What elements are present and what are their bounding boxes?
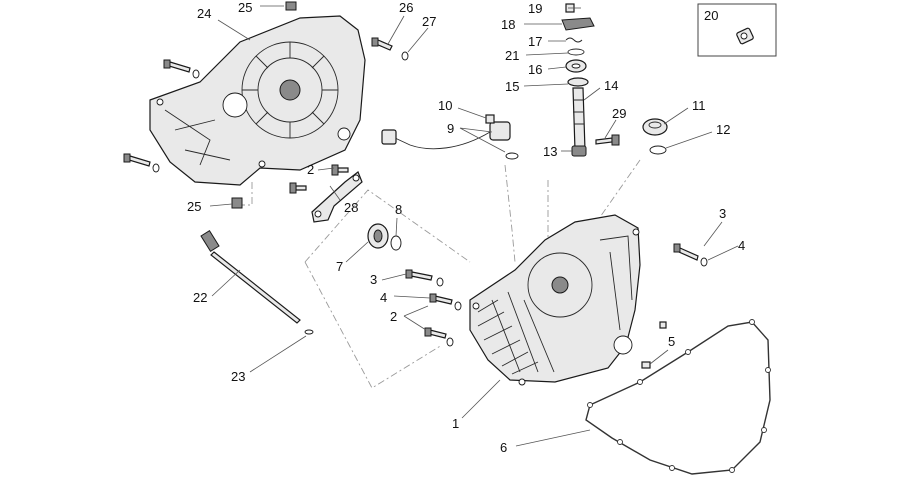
callout-10: 10 [438, 98, 452, 113]
bolt-part-25-b[interactable] [285, 1, 297, 11]
detail-box-part-20 [697, 3, 777, 57]
callout-2-upper: 2 [307, 162, 314, 177]
washer-part-4-b[interactable] [454, 301, 462, 311]
plug-part-7[interactable] [367, 223, 389, 249]
callout-4-left: 4 [380, 290, 387, 305]
callout-28: 28 [344, 200, 358, 215]
callout-24: 24 [197, 6, 211, 21]
callout-25-top: 25 [238, 0, 252, 15]
bolts-and-washers [123, 1, 708, 369]
filler-cap-part-11[interactable] [642, 118, 668, 136]
stud-left-upper[interactable] [163, 59, 200, 79]
o-ring-part-9[interactable] [505, 152, 519, 160]
callout-12: 12 [716, 122, 730, 137]
sensor-part-9[interactable] [381, 121, 511, 150]
callout-16: 16 [528, 62, 542, 77]
callout-27: 27 [422, 14, 436, 29]
bearing-part-16[interactable] [565, 59, 587, 73]
callout-9: 9 [447, 121, 454, 136]
gasket-part-6[interactable] [585, 319, 771, 475]
callout-17: 17 [528, 34, 542, 49]
callout-26: 26 [399, 0, 413, 15]
bolt-part-25[interactable] [231, 197, 243, 209]
dipstick-part-22[interactable] [200, 230, 301, 324]
spring-part-17[interactable] [565, 37, 583, 43]
callout-29: 29 [612, 106, 626, 121]
pin-part-5[interactable] [641, 361, 651, 369]
washer-part-2[interactable] [446, 337, 454, 347]
seal-part-13[interactable] [571, 145, 587, 157]
side-cover-part-24[interactable] [149, 15, 366, 186]
o-ring-part-8[interactable] [390, 235, 402, 251]
bracket-part-28[interactable] [311, 171, 363, 223]
washer-part-15[interactable] [567, 77, 589, 87]
screw-part-10[interactable] [485, 114, 495, 124]
callout-8: 8 [395, 202, 402, 217]
bolt-part-26[interactable] [371, 37, 393, 51]
callout-3-left: 3 [370, 272, 377, 287]
callout-11: 11 [692, 98, 706, 113]
o-ring-part-12[interactable] [649, 145, 667, 155]
callout-19: 19 [528, 1, 542, 16]
callout-25-lower: 25 [187, 199, 201, 214]
callout-15: 15 [505, 79, 519, 94]
bolt-part-3-b[interactable] [673, 243, 699, 261]
callout-3-right: 3 [719, 206, 726, 221]
callout-21: 21 [505, 48, 519, 63]
callout-5: 5 [668, 334, 675, 349]
washer-part-4-c[interactable] [700, 257, 708, 267]
callout-20: 20 [704, 8, 718, 23]
callout-6: 6 [500, 440, 507, 455]
crankcase-cover-part-1[interactable] [469, 214, 641, 386]
lever-part-18[interactable] [561, 17, 595, 31]
bolt-part-2[interactable] [429, 293, 453, 305]
bolt-part-2-c[interactable] [331, 164, 349, 176]
stud-left-lower[interactable] [123, 153, 160, 173]
callout-14: 14 [604, 78, 618, 93]
shaft-part-14[interactable] [572, 87, 586, 151]
bolt-part-2-d[interactable] [289, 182, 307, 194]
callout-7: 7 [336, 259, 343, 274]
o-ring-part-23[interactable] [304, 329, 314, 335]
bolt-part-3[interactable] [405, 269, 433, 281]
fitting-part-20[interactable] [736, 27, 754, 45]
bolt-part-2-b[interactable] [424, 327, 447, 339]
washer-part-27[interactable] [401, 51, 409, 61]
washer-part-4[interactable] [436, 277, 444, 287]
callout-23: 23 [231, 369, 245, 384]
callout-1: 1 [452, 416, 459, 431]
callout-22: 22 [193, 290, 207, 305]
pin-part-5-b[interactable] [659, 321, 667, 329]
callout-2-lower: 2 [390, 309, 397, 324]
leader-lines [209, 5, 739, 447]
circlip-part-21[interactable] [567, 48, 585, 56]
callout-18: 18 [501, 17, 515, 32]
callout-labels: 24 25 26 27 19 18 17 21 16 15 14 13 10 9… [187, 0, 745, 455]
callout-13: 13 [543, 144, 557, 159]
bolt-part-29[interactable] [595, 134, 620, 146]
callout-4-right: 4 [738, 238, 745, 253]
